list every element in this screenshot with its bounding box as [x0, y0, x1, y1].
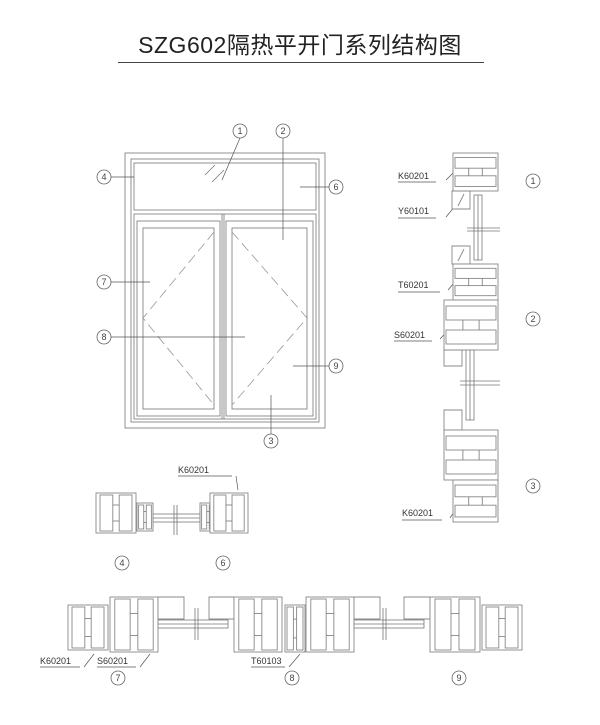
- glazing-bead: [443, 349, 463, 367]
- label-k60201-mid: K60201: [178, 465, 209, 475]
- callout-number: 8: [289, 673, 294, 683]
- door-elevation: [124, 152, 326, 429]
- callout-3: 3: [263, 433, 279, 449]
- callout-6: 6: [328, 179, 344, 195]
- profile-sash-left: [136, 502, 154, 532]
- callout-9: 9: [328, 358, 344, 374]
- callout-number: 6: [333, 182, 338, 192]
- label-y60101: Y60101: [398, 206, 429, 216]
- callout-number: 9: [456, 673, 461, 683]
- callout-8: 8: [96, 329, 112, 345]
- profile-t60103: [284, 604, 306, 653]
- profile-sash-bottom: [443, 429, 499, 481]
- label-s60201: S60201: [394, 330, 425, 340]
- profile-k60201-right: [209, 492, 249, 534]
- drawing-title: SZG602隔热平开门系列结构图: [138, 32, 462, 58]
- callout-number: 1: [530, 176, 535, 186]
- leader-line: [288, 653, 301, 668]
- label-k60201-bottom: K60201: [402, 508, 433, 518]
- profile-k60201-left: [95, 492, 137, 534]
- callout-number: 2: [280, 126, 285, 136]
- glazing-bead: [443, 409, 463, 431]
- callout-number: 1: [237, 126, 242, 136]
- section-callout-6: 6: [215, 555, 231, 571]
- callout-2: 2: [275, 123, 291, 139]
- callout-7: 7: [96, 274, 112, 290]
- callout-1: 1: [232, 123, 248, 139]
- profile-sash-8-left: [233, 596, 283, 653]
- profile-t60201: [452, 263, 499, 301]
- callout-number: 4: [119, 558, 124, 568]
- transom-glass: [133, 162, 317, 211]
- callout-number: 7: [101, 277, 106, 287]
- profile-k60201-9: [481, 604, 523, 651]
- callout-number: 9: [333, 361, 338, 371]
- callout-number: 3: [268, 436, 273, 446]
- right-sash: [225, 220, 314, 417]
- callout-number: 8: [101, 332, 106, 342]
- callout-number: 3: [530, 481, 535, 491]
- glazing-bead: [208, 596, 235, 620]
- profile-sash-8-right: [305, 596, 355, 653]
- label-k60201-top: K60201: [398, 171, 429, 181]
- section-callout-7: 7: [110, 670, 126, 686]
- section-callout-3: 3: [525, 478, 541, 494]
- title-underline: [118, 62, 484, 63]
- profile-s60201: [443, 299, 499, 351]
- leader-line: [139, 653, 151, 668]
- profile-k60201-7: [67, 604, 109, 651]
- glazing-bead: [451, 245, 471, 265]
- callout-number: 4: [101, 172, 106, 182]
- glazing-bead: [353, 596, 381, 620]
- label-t60201: T60201: [398, 280, 429, 290]
- profile-y60101: [451, 190, 471, 210]
- callout-4: 4: [96, 169, 112, 185]
- section-callout-8: 8: [284, 670, 300, 686]
- glazing-bead: [157, 596, 185, 620]
- section-callout-9: 9: [451, 670, 467, 686]
- leader-line: [83, 653, 95, 668]
- section-callout-1: 1: [525, 173, 541, 189]
- profile-s60201-7: [109, 596, 159, 653]
- callout-number: 7: [115, 673, 120, 683]
- section-callout-4: 4: [114, 555, 130, 571]
- label-t60103: T60103: [251, 656, 282, 666]
- leader-line: [235, 475, 239, 491]
- leader-line: [221, 137, 241, 181]
- profile-k60201-bottom: [452, 479, 499, 523]
- section-callout-2: 2: [525, 311, 541, 327]
- left-sash: [136, 220, 221, 417]
- profile-k60201-top: [452, 152, 499, 192]
- profile-s60201-9: [429, 596, 481, 653]
- label-s60201-bottom-section: S60201: [97, 656, 128, 666]
- label-k60201-bottom-section: K60201: [40, 656, 71, 666]
- callout-number: 2: [530, 314, 535, 324]
- glazing-bead: [403, 596, 431, 620]
- callout-number: 6: [220, 558, 225, 568]
